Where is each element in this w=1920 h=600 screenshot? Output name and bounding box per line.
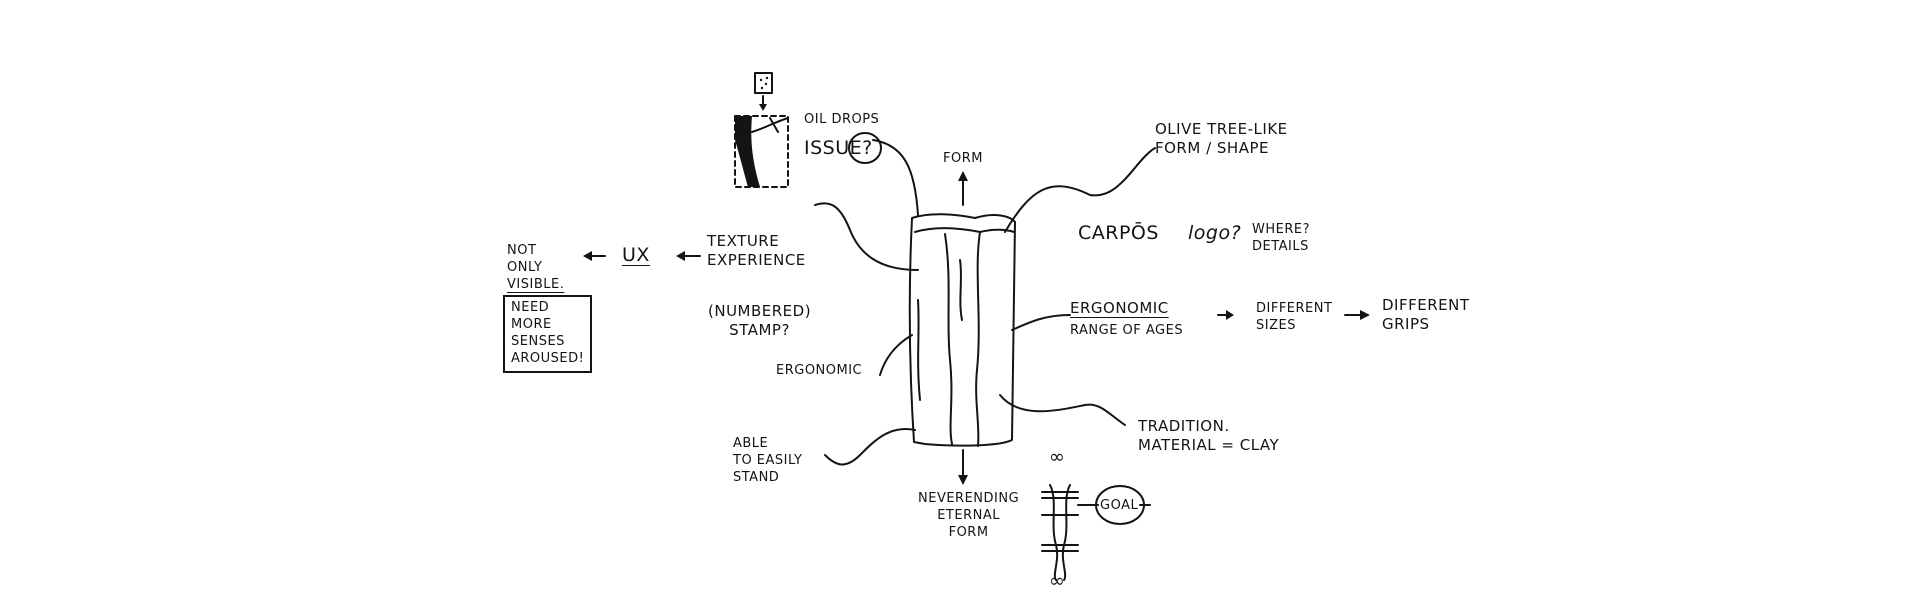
- need-more-senses-box: NEED MORE SENSES AROUSED!: [503, 295, 593, 373]
- neverending-label: NEVERENDING ETERNAL FORM: [918, 491, 1020, 540]
- infinity-bottom-icon: ∞: [1049, 570, 1066, 592]
- oil-drops-sketch: [734, 72, 789, 188]
- neverending-form-sketch: [1041, 484, 1079, 581]
- tradition-label: TRADITION. MATERIAL = CLAY: [1138, 417, 1280, 454]
- issue-circle: [848, 132, 882, 164]
- not-only-visible-label: NOT ONLY VISIBLE.: [507, 243, 565, 292]
- logo-label: logo?: [1188, 222, 1242, 244]
- ergonomic-right-label: ERGONOMIC: [1070, 299, 1169, 317]
- issue-label: ISSUE?: [804, 137, 873, 159]
- bottle-sketch: [908, 213, 1016, 447]
- oil-drops-label: OIL DROPS: [804, 112, 880, 127]
- different-sizes-label: DIFFERENT SIZES: [1256, 301, 1333, 333]
- numbered-stamp-label: (NUMBERED) STAMP?: [708, 302, 812, 339]
- different-grips-label: DIFFERENT GRIPS: [1382, 296, 1470, 333]
- able-to-stand-label: ABLE TO EASILY STAND: [733, 436, 803, 485]
- where-details-label: WHERE? DETAILS: [1252, 222, 1310, 254]
- infinity-top-icon: ∞: [1049, 446, 1066, 468]
- carpos-label: CARPŌS: [1078, 222, 1159, 244]
- ux-label: UX: [622, 244, 650, 266]
- ergonomic-left-label: ERGONOMIC: [776, 363, 863, 378]
- range-of-ages-label: RANGE OF AGES: [1070, 323, 1184, 338]
- olive-tree-label: OLIVE TREE-LIKE FORM / SHAPE: [1155, 120, 1288, 157]
- goal-label: GOAL: [1100, 498, 1139, 513]
- texture-experience-label: TEXTURE EXPERIENCE: [707, 232, 806, 269]
- form-label: FORM: [943, 151, 983, 166]
